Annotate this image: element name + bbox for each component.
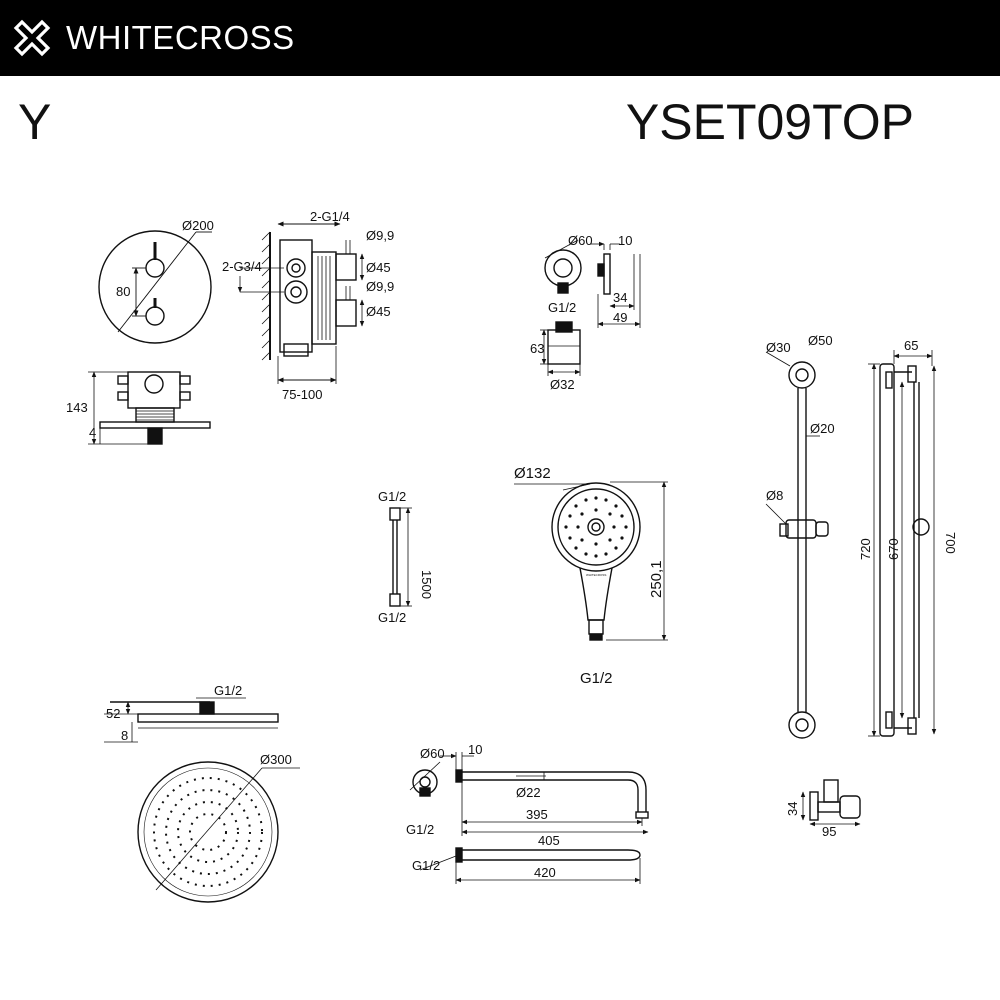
- mixer-front-spacing: 80: [116, 284, 130, 299]
- elbow-height: 63: [530, 341, 544, 356]
- model-code: YSET09TOP: [625, 94, 914, 150]
- elbow-thread: G1/2: [548, 300, 576, 315]
- mixer-side-d1: Ø9,9: [366, 228, 394, 243]
- slide-rail-view: [765, 350, 937, 739]
- rail-holder: Ø8: [766, 488, 783, 503]
- brand-name: WHITECROSS: [66, 19, 295, 56]
- hose-top-thread: G1/2: [378, 489, 406, 504]
- hand-shower-brand-mark: WHITECROSS: [586, 573, 606, 577]
- hose-bottom-thread: G1/2: [378, 610, 406, 625]
- elbow-depth: 10: [618, 233, 632, 248]
- mixer-top-view: [88, 371, 211, 445]
- hand-shower-nozzles: [564, 496, 628, 558]
- holder-height: 34: [785, 802, 800, 816]
- overhead-diameter: Ø300: [260, 752, 292, 767]
- mixer-side-depth: 75-100: [282, 387, 322, 402]
- rail-h1: 720: [858, 538, 873, 560]
- mixer-side-d4: Ø45: [366, 304, 391, 319]
- hand-shower-view: [514, 481, 668, 641]
- mixer-front-diameter: Ø200: [182, 218, 214, 233]
- arm-thread: G1/2: [406, 822, 434, 837]
- rail-h2: 670: [886, 538, 901, 560]
- outlet-elbow-views: [540, 239, 641, 376]
- cross-x-logo-icon: [13, 19, 51, 57]
- arm-l2: 405: [538, 833, 560, 848]
- overhead-shower-view: [104, 697, 300, 903]
- hand-shower-length: 250,1: [648, 560, 665, 598]
- mixer-top-plate: 4: [89, 425, 96, 440]
- rail-bar: Ø20: [810, 421, 835, 436]
- mixer-top-height: 143: [66, 400, 88, 415]
- elbow-d1: 34: [613, 290, 627, 305]
- arm-thread2: G1/2: [412, 858, 440, 873]
- series-code: Y: [18, 94, 52, 150]
- mixer-side-d3: Ø9,9: [366, 279, 394, 294]
- holder-view: [800, 779, 861, 827]
- rail-offset: 65: [904, 338, 918, 353]
- rail-d2: Ø50: [808, 333, 833, 348]
- holder-width: 95: [822, 824, 836, 839]
- mixer-front-view: [98, 230, 212, 344]
- hand-shower-diameter: Ø132: [514, 465, 551, 482]
- elbow-base: Ø32: [550, 377, 575, 392]
- overhead-thread: G1/2: [214, 683, 242, 698]
- arm-tube: Ø22: [516, 785, 541, 800]
- shower-arm-view: [409, 752, 649, 884]
- hose-view: [389, 507, 412, 607]
- arm-depth: 10: [468, 742, 482, 757]
- hand-shower-thread: G1/2: [580, 670, 613, 687]
- mixer-side-d2: Ø45: [366, 260, 391, 275]
- hose-length: 1500: [419, 570, 434, 599]
- mixer-side-inlets: 2-G3/4: [222, 259, 262, 274]
- rail-d1: Ø30: [766, 340, 791, 355]
- arm-diameter: Ø60: [420, 746, 445, 761]
- mixer-side-outlets: 2-G1/4: [310, 209, 350, 224]
- mixer-side-view: [237, 221, 365, 384]
- elbow-d2: 49: [613, 310, 627, 325]
- elbow-diameter: Ø60: [568, 233, 593, 248]
- rail-h3: 700: [943, 532, 958, 554]
- arm-l1: 395: [526, 807, 548, 822]
- arm-l3: 420: [534, 865, 556, 880]
- dimension-labels: Ø200 80 2-G1/4 2-G3/4 Ø9,9 Ø45 Ø9,9 Ø45 …: [66, 209, 958, 880]
- overhead-h1: 52: [106, 706, 120, 721]
- overhead-h2: 8: [121, 728, 128, 743]
- brand-header: WHITECROSS: [0, 0, 1000, 76]
